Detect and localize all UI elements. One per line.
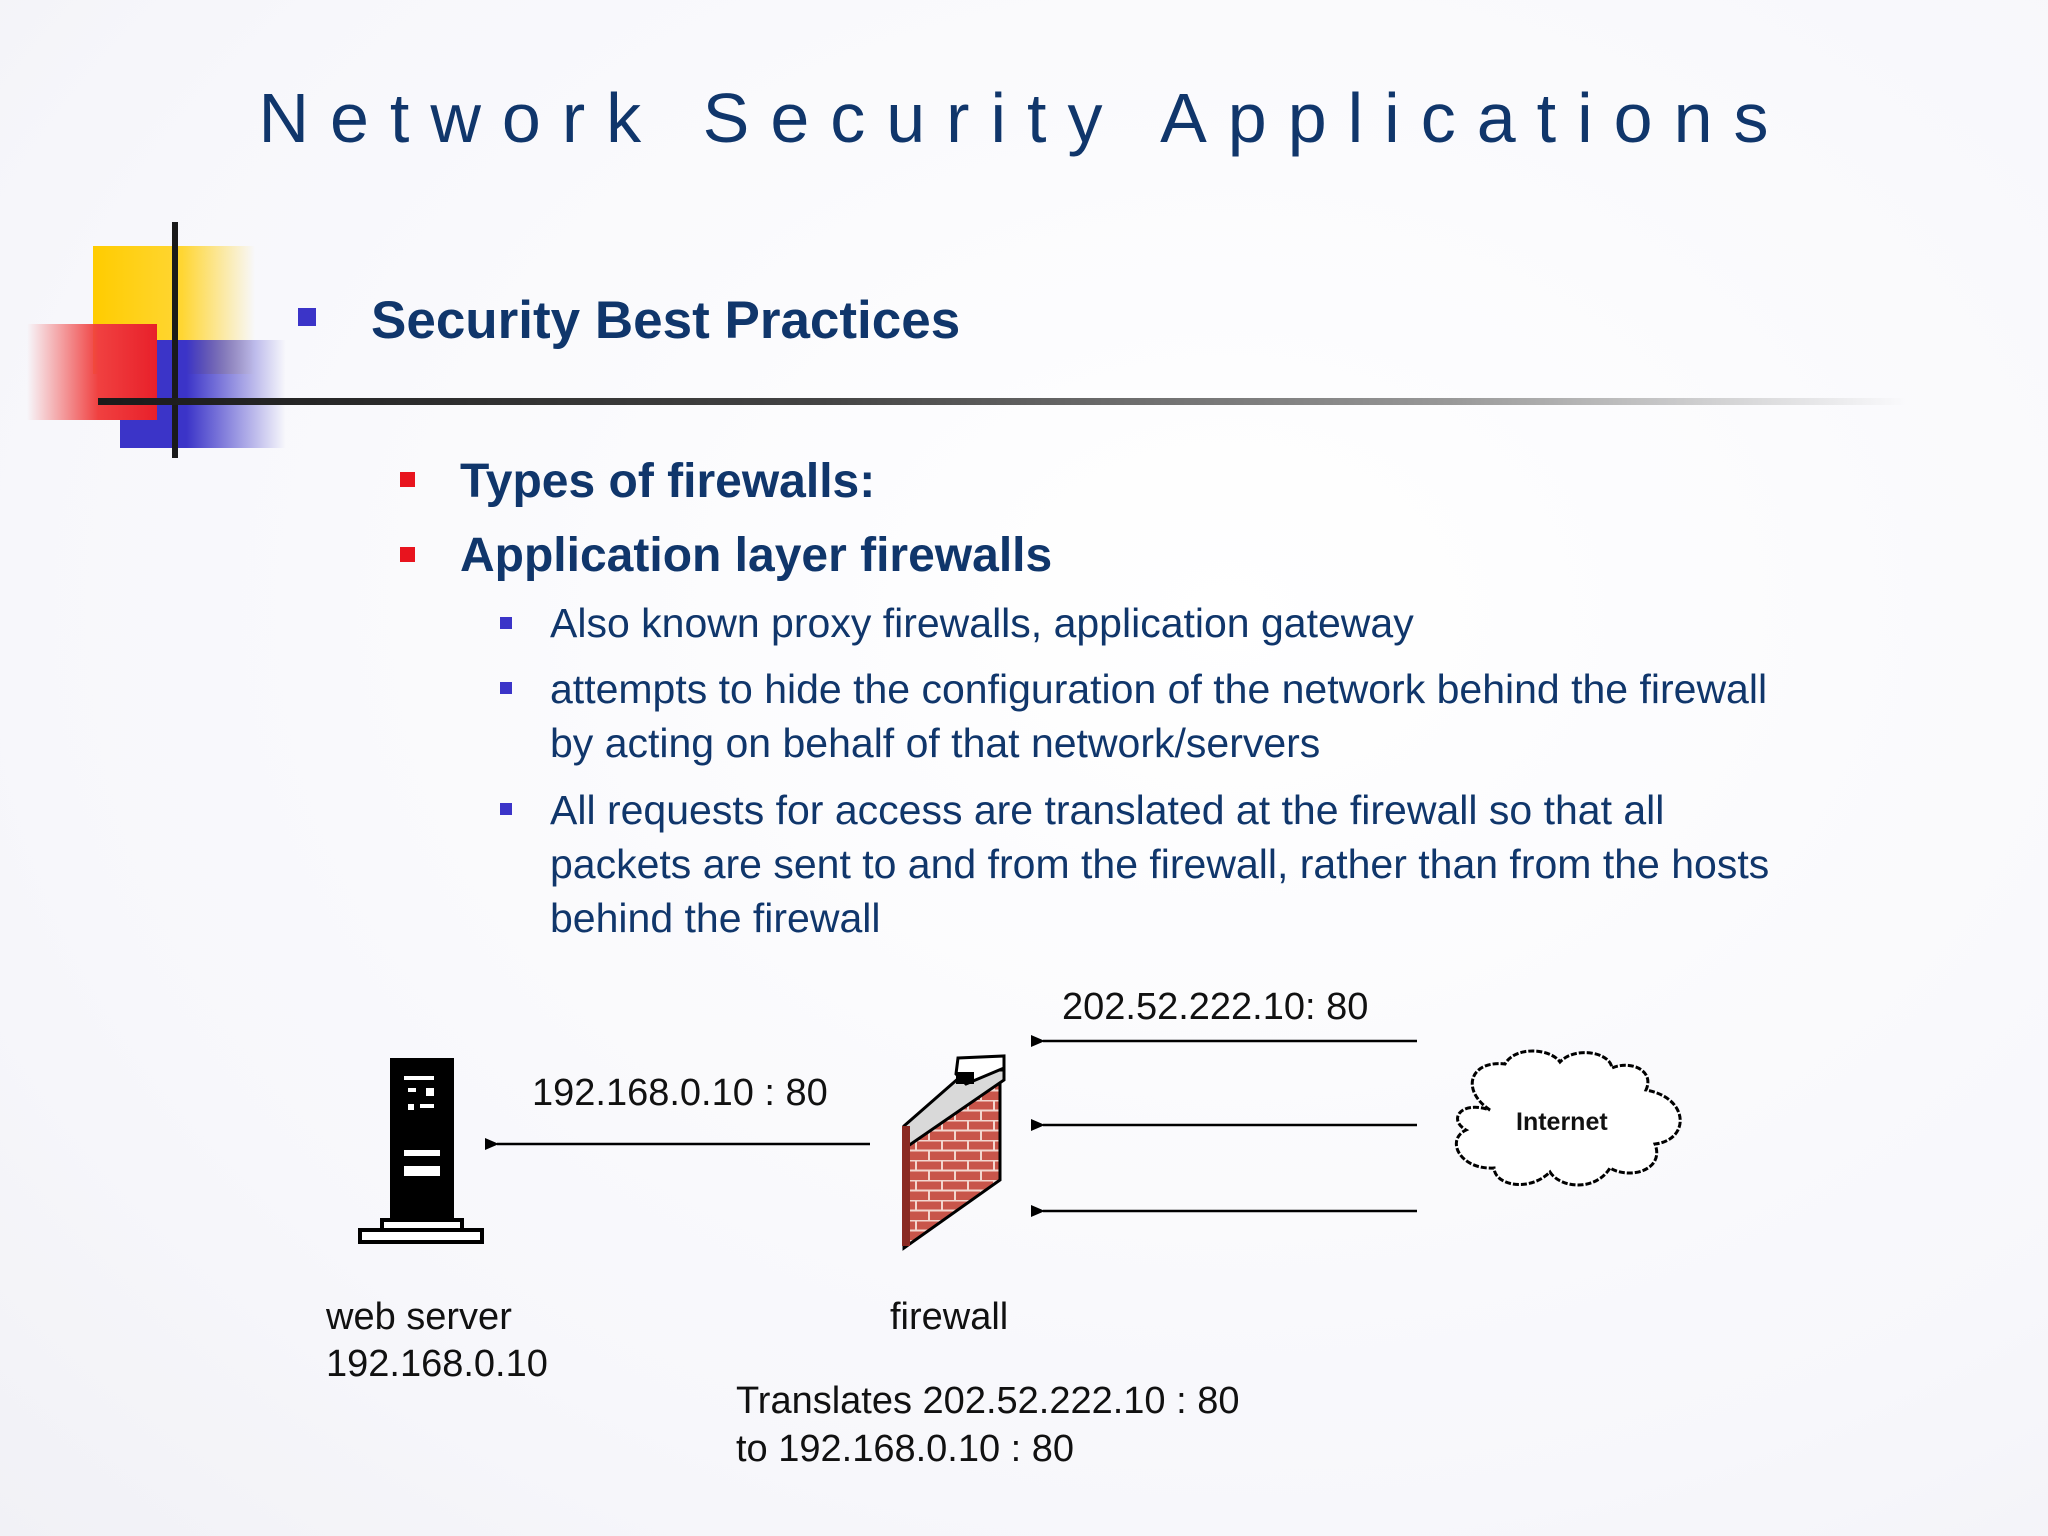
sub-bullet-line: by acting on behalf of that network/serv… [550, 720, 1321, 766]
bullet-square-icon [400, 547, 415, 562]
internet-label: Internet [1516, 1108, 1608, 1136]
firewall-icon [902, 1054, 1006, 1251]
slide-title: Network Security Applications [258, 79, 1790, 157]
sub-bullet-line: behind the firewall [550, 895, 881, 941]
bullet-square-icon [500, 682, 512, 694]
public-address-label: 202.52.222.10: 80 [1062, 986, 1369, 1028]
private-address-label: 192.168.0.10 : 80 [532, 1072, 828, 1114]
sub-bullet: Also known proxy firewalls, application … [550, 596, 1414, 650]
server-icon [358, 1058, 484, 1244]
bullet-square-icon [500, 617, 512, 629]
translate-line-1: Translates 202.52.222.10 : 80 [736, 1380, 1240, 1422]
firewall-label: firewall [890, 1296, 1009, 1338]
translate-line-2: to 192.168.0.10 : 80 [736, 1428, 1075, 1470]
decor-horizontal-line [98, 398, 1908, 405]
section-heading: Security Best Practices [371, 291, 961, 350]
sub-bullet-line: attempts to hide the configuration of th… [550, 666, 1768, 712]
server-ip: 192.168.0.10 [326, 1343, 548, 1385]
sub-bullet: All requests for access are translated a… [550, 783, 1769, 945]
sub-bullet-line: packets are sent to and from the firewal… [550, 841, 1770, 887]
bullet-square-icon [500, 803, 512, 815]
bullet-square-icon [298, 308, 316, 326]
bullet-application-layer-firewalls: Application layer firewalls [460, 529, 1053, 582]
sub-bullet-line: Also known proxy firewalls, application … [550, 600, 1414, 646]
sub-bullet-line: All requests for access are translated a… [550, 787, 1665, 833]
server-label: web server [326, 1296, 512, 1338]
arrows [485, 1035, 1417, 1217]
bullet-square-icon [400, 472, 415, 487]
cloud-icon [1454, 1049, 1682, 1187]
sub-bullet: attempts to hide the configuration of th… [550, 662, 1767, 770]
bullet-types-of-firewalls: Types of firewalls: [460, 455, 876, 508]
decor-vertical-line [172, 222, 178, 458]
